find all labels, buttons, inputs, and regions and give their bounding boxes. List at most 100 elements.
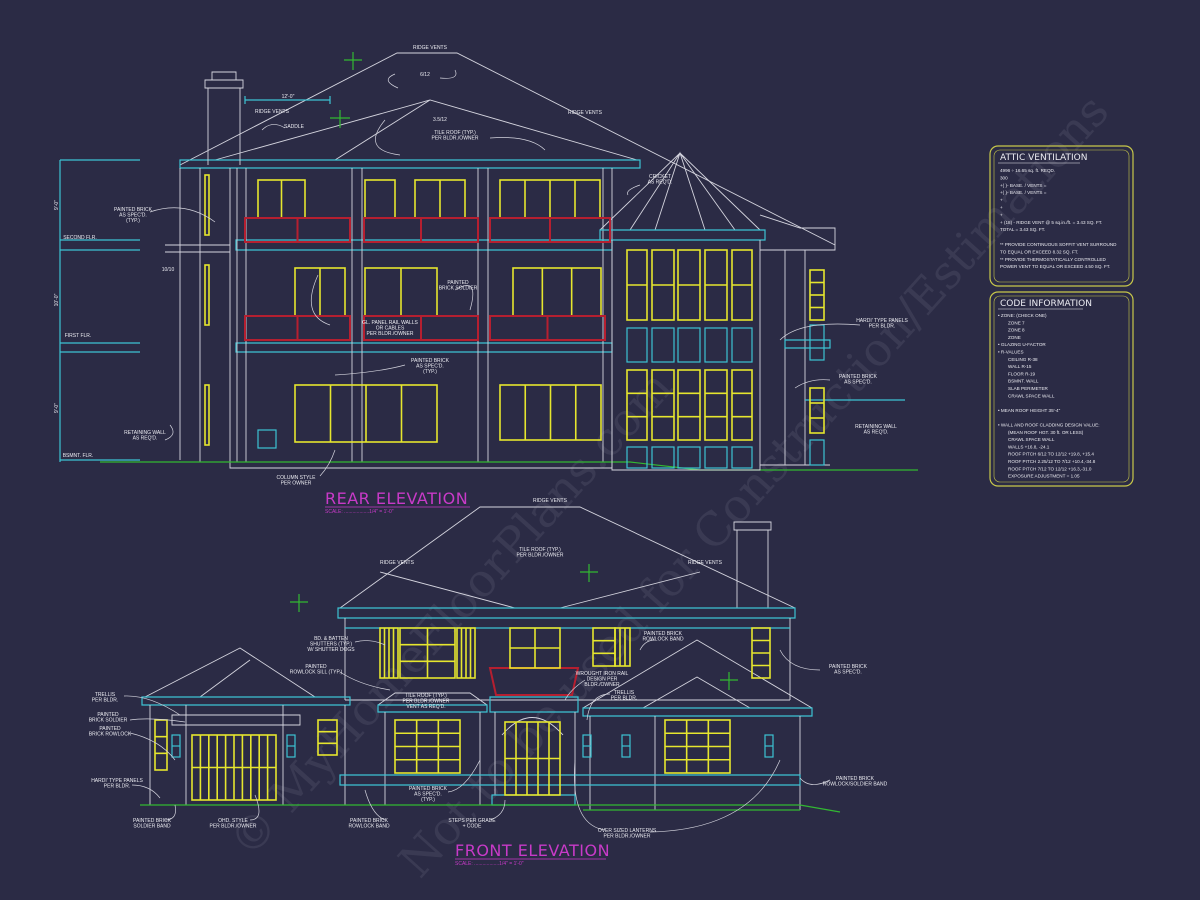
callout-line: RIDGE VENTS [688,560,723,566]
window [704,327,728,363]
box-line: ZONE [1008,335,1021,340]
dimension-text: 9'-0" [54,403,60,413]
box-line: 4996 ÷ 16.65 sq. ft. REQD. [1000,168,1055,173]
window [677,327,701,363]
box-line: ** PROVIDE THERMOSTATICALLY CONTROLLED [1000,257,1106,262]
callout-line: (TYP.) [421,797,435,803]
window [809,269,825,321]
callout-label: TILE ROOF (TYP.)PER BLDR./OWNER [432,130,479,142]
rear-dimensions: 9'-0" 10'-0" 9'-0" 12'-0" [54,94,295,413]
callout-line: STEPS PER GRADE [448,818,496,824]
callout-line: PER BLDR./OWNER [210,824,257,830]
callout-label: RIDGE VENTS [413,45,448,51]
callout-line: PAINTED BRICK [114,207,153,213]
callout-label: SADDLE [284,124,305,130]
window [171,734,181,758]
box-line: TOTAL = 3.43 SQ. FT. [1000,227,1045,232]
callout-label: RIDGE VENTS [568,110,603,116]
callout-line: PAINTED [97,712,119,718]
window [456,627,476,679]
front-elevation-title: FRONT ELEVATION [455,841,610,860]
window [363,315,479,341]
callout-label: 6/12 [420,72,430,78]
box-line: + [1000,198,1003,203]
box-line: • WALL AND ROOF CLADDING DESIGN VALUE: [998,423,1100,428]
window [626,369,648,441]
box-line: FLOOR R-19 [1008,371,1036,376]
callout-line: VENT AS REQ'D. [406,704,445,710]
callout-line: WROUGHT IRON RAIL [576,671,629,677]
window [626,327,648,363]
window [489,315,606,341]
callout-line: FIRST FLR. [65,333,92,339]
callout-line: BRICK ROWLOCK [89,732,132,738]
attic-ventilation-title: ATTIC VENTILATION [1000,153,1087,163]
window [489,217,611,243]
box-line: + (18) - RIDGE VENT @ 5 sq.in./ft. = 3.4… [1000,220,1102,225]
window [394,719,461,774]
callout-line: RETAINING WALL [855,424,897,430]
attic-ventilation-box: ATTIC VENTILATION 4996 ÷ 16.65 sq. ft. R… [989,145,1134,287]
callout-line: RIDGE VENTS [568,110,603,116]
window [204,174,210,236]
front-elevation-scale: SCALE: ..................1/4" = 1'-0" [455,861,524,867]
callout-line: PER OWNER [281,481,312,487]
window [731,446,753,469]
window [363,217,479,243]
callout-line: TILE ROOF (TYP.) [434,130,476,136]
callout-line: RIDGE VENTS [380,560,415,566]
window [751,627,771,679]
window [704,369,728,441]
callout-label: SECOND FLR. [63,235,97,241]
window [379,627,399,679]
box-line: CRAWL SPACE WALL [1008,393,1055,398]
callout-line: PAINTED BRICK [411,358,450,364]
callout-line: PAINTED [447,280,469,286]
callout-line: (TYP.) [423,369,437,375]
callout-label: RIDGE VENTS [533,498,568,504]
box-line: TO EQUAL OR EXCEED 8.32 SQ. FT. [1000,249,1078,254]
callout-line: OHD. STYLE [218,818,248,824]
callout-line: AS SPEC'D. [416,364,444,370]
callout-line: 3.5/12 [433,117,447,123]
callout-line: PER BLDR. [869,324,895,330]
window [704,249,728,321]
callout-line: PAINTED [99,726,121,732]
window [244,315,351,341]
window [731,249,753,321]
window [499,384,602,441]
callout-line: ROWLOCK BAND [642,637,684,643]
callout-line: + CODE [463,824,482,830]
box-line: SLAB PERIMETER [1008,386,1049,391]
callout-label: RIDGE VENTS [255,109,290,115]
callout-line: PER BLDR. [92,698,118,704]
callout-line: PER BLDR. [611,696,637,702]
box-line: ROOF PITCH 7/12 TO 12/12 +16.3,-31.0 [1008,466,1092,471]
callout-line: RIDGE VENTS [255,109,290,115]
callout-line: PER BLDR./OWNER [517,553,564,559]
box-line: +( )- BASE. / VENTS = [1000,183,1047,188]
callout-line: BD. & BATTEN [314,636,348,642]
callout-label: STEPS PER GRADE+ CODE [448,818,496,830]
window [626,446,648,469]
dimension-text: 9'-0" [54,200,60,210]
callout-line: SADDLE [284,124,305,130]
window [677,249,701,321]
callout-line: PAINTED BRICK [836,776,875,782]
callout-line: COLUMN STYLE [277,475,317,481]
